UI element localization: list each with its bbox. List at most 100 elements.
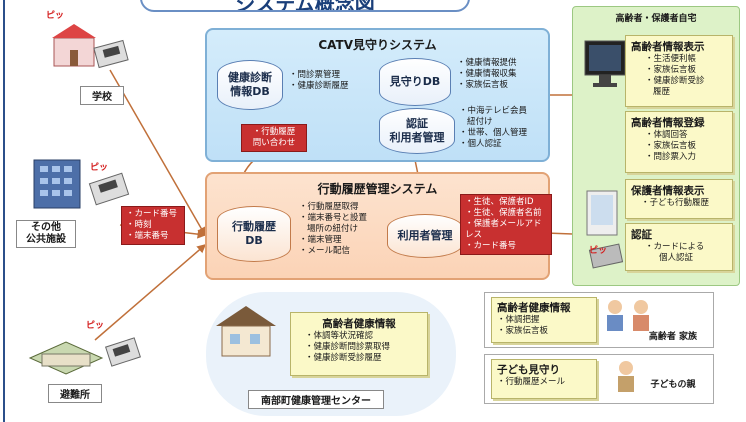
- history-items: ・行動履歴取得 ・端末番号と設置 場所の紐付け ・端末管理 ・メール配信: [299, 202, 385, 257]
- card-info-box: ・カード番号 ・時刻 ・端末番号: [121, 206, 185, 245]
- list-item: ・問診票管理: [289, 70, 341, 80]
- auth-items: ・中海テレビ会員 紐付け ・世帯、個人管理 ・個人認証: [459, 106, 551, 150]
- history-db: 行動履歴 DB: [217, 206, 291, 262]
- list-item: ・行動履歴取得: [299, 202, 359, 212]
- list-item: ・体調等状況確認: [305, 331, 374, 341]
- parent-icon: [618, 361, 634, 392]
- list-item: 個人認証: [659, 253, 694, 263]
- left-border-rule: [3, 0, 5, 422]
- child-watch-title: 子ども見守り: [497, 364, 560, 376]
- list-item: ・個人認証: [459, 139, 502, 149]
- list-item: ・家族伝言板: [497, 326, 549, 336]
- link-info-line: ・生徒、保護者名前: [465, 208, 542, 218]
- home-auth-items: ・カードによる 個人認証: [631, 242, 727, 264]
- link-info-line: ・生徒、保護者ID: [465, 197, 534, 207]
- list-item: ・健康診断受診履歴: [305, 353, 382, 363]
- card-reader-icon: [586, 190, 624, 269]
- home-auth-title: 認証: [631, 229, 652, 241]
- watch-db: 見守りDB: [379, 58, 451, 106]
- link-info-box: ・生徒、保護者ID ・生徒、保護者名前 ・保護者メールアドレス ・カード番号: [460, 194, 552, 255]
- inquiry-line1: ・行動履歴: [252, 127, 296, 137]
- guardian-display-box: 保護者情報表示 ・子ども行動履歴: [625, 179, 733, 219]
- house-icon: [216, 306, 276, 357]
- center-health-items: ・体調等状況確認 ・健康診断問診票取得 ・健康診断受診履歴: [297, 331, 421, 364]
- facility-site: ピッ その他 公共施設: [10, 150, 140, 248]
- list-item: ・健康情報収集: [457, 69, 517, 79]
- health-db-line1: 健康診断: [228, 71, 272, 84]
- school-beep: ピッ: [46, 11, 65, 21]
- guardian-display-title: 保護者情報表示: [631, 185, 705, 197]
- facility-beep: ピッ: [90, 163, 109, 173]
- list-item: ・端末管理: [299, 235, 342, 245]
- list-item: ・体調把握: [497, 315, 540, 325]
- home-beep: ピッ: [589, 246, 608, 256]
- facility-label-line1: その他: [31, 222, 61, 233]
- office-building-icon: [33, 159, 130, 209]
- list-item: ・子ども行動履歴: [641, 198, 710, 208]
- tv-icon: [584, 40, 626, 87]
- list-item: ・健康診断履歴: [289, 81, 349, 91]
- auth-line2: 利用者管理: [389, 131, 445, 144]
- health-center-label: 南部町健康管理センター: [248, 390, 384, 409]
- arrow-shelter-to-history: [94, 244, 207, 341]
- shelter-site: ピッ 避難所: [20, 318, 150, 408]
- family-people-icon: [607, 300, 649, 331]
- facility-label: その他 公共施設: [16, 220, 76, 248]
- list-item: ・カードによる: [645, 242, 705, 252]
- card-info-line: ・カード番号: [126, 209, 178, 219]
- list-item: ・家族伝言板: [645, 141, 697, 151]
- elder-register-box: 高齢者情報登録 ・体調回答 ・家族伝言板 ・問診票入力: [625, 111, 733, 173]
- health-db-items: ・問診票管理 ・健康診断履歴: [289, 70, 379, 92]
- shelter-label: 避難所: [48, 384, 102, 403]
- shelter-beep: ピッ: [86, 321, 105, 331]
- home-panel: 高齢者・保護者自宅 高齢者情報表示 ・生活便利帳 ・家族伝言板 ・健康診断受診 …: [572, 6, 740, 286]
- list-item: ・問診票入力: [645, 152, 697, 162]
- elder-register-title: 高齢者情報登録: [631, 117, 705, 129]
- inquiry-line2: 問い合わせ: [252, 138, 296, 148]
- history-user-mgmt: 利用者管理: [387, 214, 463, 258]
- elder-display-title: 高齢者情報表示: [631, 41, 705, 53]
- health-db-line2: 情報DB: [230, 85, 270, 98]
- list-item: ・家族伝言板: [645, 65, 697, 75]
- list-item: ・メール配信: [299, 246, 351, 256]
- elder-health-box: 高齢者健康情報 ・体調把握 ・家族伝言板: [491, 297, 597, 343]
- school-site: ピッ 学校: [28, 8, 138, 105]
- list-item: ・健康診断受診: [645, 76, 705, 86]
- elder-health-caption: 高齢者 家族: [648, 332, 698, 342]
- list-item: ・健康診断問診票取得: [305, 342, 391, 352]
- card-info-line: ・端末番号: [126, 231, 169, 241]
- history-db-line1: 行動履歴: [232, 220, 276, 233]
- home-title: 高齢者・保護者自宅: [615, 14, 697, 24]
- auth-user-mgmt: 認証 利用者管理: [379, 108, 455, 154]
- list-item: ・行動履歴メール: [497, 377, 566, 387]
- history-db-line2: DB: [245, 234, 263, 247]
- watch-db-items: ・健康情報提供 ・健康情報収集 ・家族伝言板: [457, 58, 549, 91]
- card-info-line: ・時刻: [126, 220, 152, 230]
- list-item: 場所の紐付け: [307, 224, 359, 234]
- child-watch-caption: 子どもの親: [650, 380, 696, 390]
- history-inquiry-box: ・行動履歴 問い合わせ: [241, 124, 307, 152]
- auth-line1: 認証: [406, 117, 428, 130]
- school-label: 学校: [80, 86, 124, 105]
- elder-health-panel: 高齢者健康情報 ・体調把握 ・家族伝言板 高齢者 家族: [484, 292, 714, 348]
- list-item: ・生活便利帳: [645, 54, 697, 64]
- list-item: ・世帯、個人管理: [459, 128, 528, 138]
- elder-health-items: ・体調把握 ・家族伝言板: [497, 315, 591, 337]
- list-item: ・体調回答: [645, 130, 688, 140]
- facility-label-line2: 公共施設: [26, 234, 66, 245]
- list-item: 紐付け: [467, 117, 493, 127]
- list-item: ・中海テレビ会員: [459, 106, 528, 116]
- catv-system-panel: CATV見守りシステム 健康診断 情報DB ・問診票管理 ・健康診断履歴 見守り…: [205, 28, 550, 162]
- center-health-box: 高齢者健康情報 ・体調等状況確認 ・健康診断問診票取得 ・健康診断受診履歴: [290, 312, 428, 376]
- health-db: 健康診断 情報DB: [217, 60, 283, 110]
- list-item: 履歴: [653, 87, 671, 97]
- list-item: ・端末番号と設置: [299, 213, 368, 223]
- elder-register-items: ・体調回答 ・家族伝言板 ・問診票入力: [631, 130, 727, 163]
- list-item: ・家族伝言板: [457, 80, 509, 90]
- home-auth-box: 認証 ・カードによる 個人認証: [625, 223, 733, 271]
- history-system-title: 行動履歴管理システム: [317, 182, 438, 196]
- list-item: ・健康情報提供: [457, 58, 517, 68]
- center-health-title: 高齢者健康情報: [322, 318, 396, 330]
- link-info-line: ・保護者メールアドレス: [465, 219, 542, 240]
- link-info-line: ・カード番号: [465, 241, 517, 251]
